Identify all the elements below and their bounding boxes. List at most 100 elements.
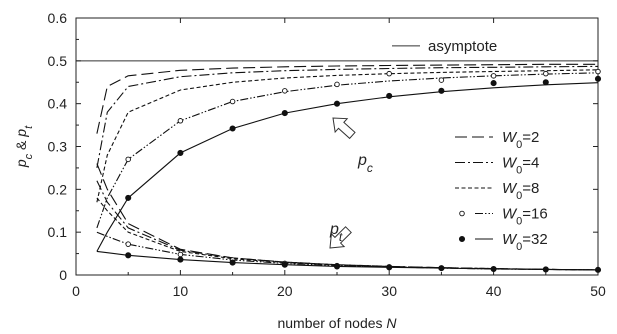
- axis-titles: number of nodes Npc & pt: [13, 125, 397, 331]
- annotation-pt: pt: [329, 221, 343, 244]
- annotation-pc: pc: [357, 152, 373, 175]
- legend-label-sub: 0: [516, 216, 522, 228]
- y-axis-title: pc & pt: [13, 125, 35, 168]
- annotation-pt-sub: t: [339, 230, 343, 244]
- legend-label-value: =8: [522, 180, 539, 197]
- x-axis-title-text: number of nodes: [277, 315, 386, 331]
- series-3-pc-line: [96, 72, 599, 229]
- series-4-pt-marker: [229, 259, 236, 266]
- arrow-pt: [329, 226, 352, 249]
- y-tick-label: 0.4: [48, 96, 68, 112]
- legend-label-value: =2: [522, 129, 539, 146]
- y-axis-title-amp: &: [13, 137, 29, 154]
- series-4-pt-marker: [386, 264, 393, 271]
- series-4-pt-marker: [281, 261, 288, 268]
- legend-label-sub: 0: [516, 165, 522, 177]
- series-3-pc-marker: [386, 70, 392, 77]
- annotation-pc-sub: c: [367, 161, 373, 175]
- y-axis-title-sub1: c: [23, 153, 35, 159]
- x-axis-title: number of nodes N: [277, 315, 397, 331]
- series-3-pc-marker: [334, 81, 340, 88]
- x-tick-label: 0: [72, 283, 80, 299]
- series-3-pc-marker: [490, 73, 497, 79]
- y-tick-label: 0.6: [48, 10, 68, 26]
- series-4-pc-marker: [386, 92, 393, 100]
- legend-label-value: =4: [522, 155, 539, 172]
- legend-label-base: W: [502, 129, 518, 146]
- arrow-pc-shape: [332, 117, 356, 140]
- series-4-pc-marker: [542, 79, 549, 86]
- series-layer: [96, 63, 599, 271]
- series-3-pt-marker: [177, 251, 184, 258]
- series-1-pc-line: [96, 65, 599, 169]
- x-tick-label: 50: [590, 283, 606, 299]
- y-axis-title-p1: p: [13, 159, 29, 168]
- legend-label-4: W0=32: [502, 231, 548, 253]
- y-tick-label: 0.5: [48, 53, 68, 69]
- legend-label-3: W0=16: [502, 206, 548, 228]
- legend-label-2: W0=8: [502, 180, 539, 202]
- series-4-pc-marker: [281, 110, 288, 117]
- series-3-pc-marker: [229, 98, 236, 105]
- x-tick-label: 20: [277, 283, 293, 299]
- series-4-pt-marker: [542, 266, 549, 273]
- legend-label-1: W0=4: [502, 155, 539, 177]
- series-4-pt-marker: [490, 265, 497, 273]
- legend-label-base: W: [502, 231, 518, 248]
- series-4-pc-marker: [229, 125, 236, 132]
- legend-label-base: W: [502, 180, 518, 197]
- series-4-pt-marker: [177, 256, 184, 263]
- legend-label-sub: 0: [516, 190, 522, 202]
- series-4-pc-marker: [490, 80, 497, 87]
- y-axis-title-p2: p: [13, 129, 29, 138]
- legend-label-base: W: [502, 155, 518, 172]
- series-3-pc-marker: [438, 77, 445, 83]
- legend-label-sub: 0: [516, 139, 522, 151]
- y-tick-label: 0.3: [48, 139, 68, 155]
- legend-marker-3: [459, 210, 465, 217]
- legend-label-value: =16: [522, 206, 547, 223]
- series-0-pc-line: [96, 63, 598, 134]
- series-3-pc-marker: [177, 118, 184, 124]
- x-tick-label: 30: [381, 283, 397, 299]
- series-4-pc-marker: [333, 100, 341, 107]
- series-3-pc-marker: [282, 88, 288, 94]
- legend-asymptote-label: asymptote: [428, 38, 497, 55]
- legend-marker-4: [458, 235, 466, 243]
- marker-layer: [125, 68, 602, 273]
- series-3-pc-marker: [125, 156, 131, 163]
- y-tick-label: 0: [59, 267, 67, 283]
- series-4-pc-marker: [594, 75, 602, 82]
- y-axis-title-sub2: t: [23, 125, 35, 129]
- series-4-pc-marker: [438, 87, 445, 94]
- legend-label-sub: 0: [516, 241, 522, 253]
- series-3-pc-marker: [595, 68, 601, 75]
- series-4-pt-marker: [125, 252, 132, 259]
- series-4-pc-line: [96, 82, 599, 252]
- arrow-pt-shape: [329, 226, 352, 249]
- series-4-pt-marker: [438, 265, 445, 272]
- x-tick-label: 10: [173, 283, 189, 299]
- series-4-pt-line: [96, 250, 599, 271]
- series-4-pc-marker: [125, 194, 132, 201]
- annotation-pc-base: p: [357, 152, 367, 169]
- series-3-pc-marker: [543, 70, 549, 77]
- x-axis-title-var: N: [386, 315, 397, 331]
- axis-ticks: 0 10 20 30 40 50 0 0.1 0.2 0.3 0.4 0.5 0.6: [48, 10, 606, 299]
- legend-label-base: W: [502, 206, 518, 223]
- x-tick-label: 40: [486, 283, 502, 299]
- series-2-pc-line: [96, 69, 599, 203]
- legend-label-0: W0=2: [502, 129, 539, 151]
- y-tick-label: 0.2: [48, 181, 68, 197]
- y-tick-label: 0.1: [48, 224, 68, 240]
- arrow-pc: [332, 117, 356, 140]
- series-4-pt-marker: [594, 266, 602, 273]
- annotation-pt-base: p: [329, 221, 339, 238]
- series-4-pt-marker: [333, 263, 341, 270]
- series-4-pc-marker: [177, 149, 184, 156]
- legend-label-value: =32: [522, 231, 547, 248]
